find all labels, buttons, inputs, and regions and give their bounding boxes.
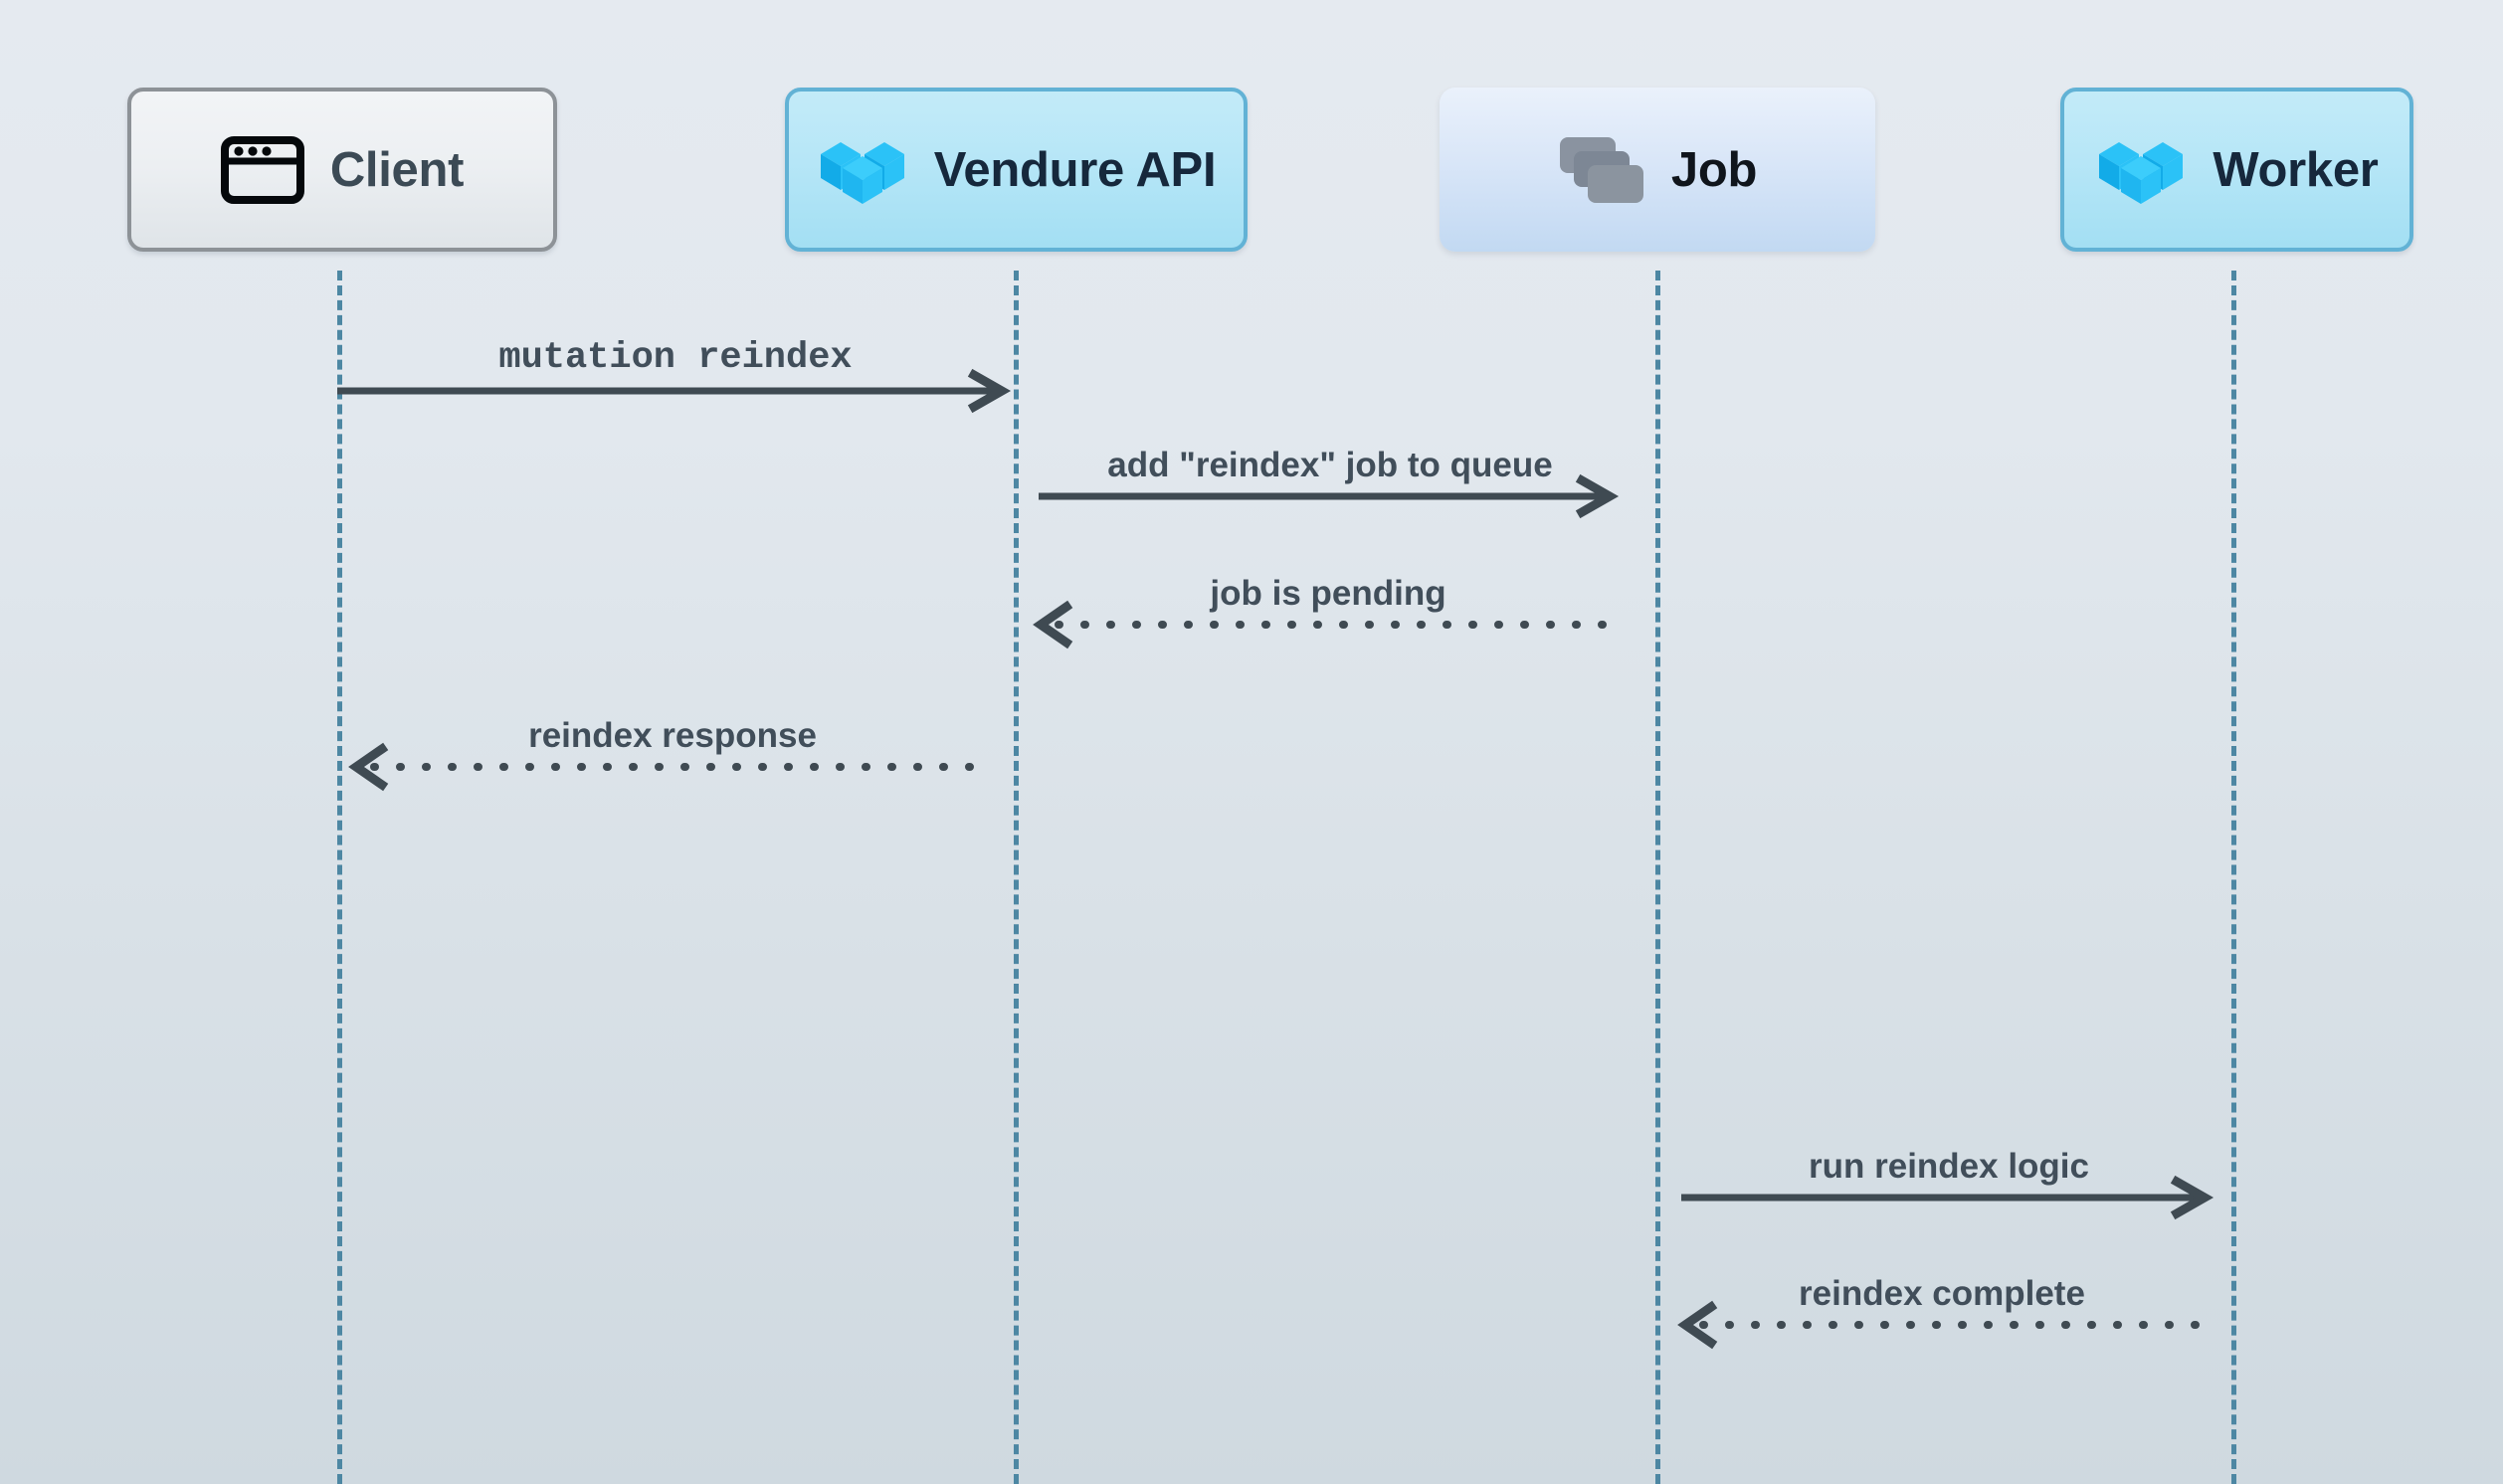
lifeline-job [1655, 271, 1660, 1484]
participant-job[interactable]: Job [1440, 88, 1875, 252]
participant-label: Vendure API [933, 142, 1217, 197]
message-mutation-reindex: mutation reindex [337, 331, 1014, 414]
stacked-cards-icon [1558, 135, 1645, 205]
lifeline-worker [2231, 271, 2236, 1484]
message-reindex-complete: reindex complete [1677, 1265, 2209, 1350]
message-label: reindex response [528, 716, 817, 755]
participant-client[interactable]: Client [127, 88, 557, 252]
message-arrow-dotted-left [348, 742, 999, 792]
participant-label: Job [1670, 142, 1758, 197]
message-reindex-response: reindex response [348, 707, 999, 792]
message-label: run reindex logic [1809, 1147, 2089, 1186]
participant-worker[interactable]: Worker [2060, 88, 2413, 252]
message-run-reindex-logic: run reindex logic [1681, 1138, 2216, 1220]
message-arrow-solid-right [1681, 1175, 2214, 1220]
vendure-cubes-icon [817, 132, 908, 208]
message-arrow-solid-right [1039, 473, 1620, 519]
message-arrow-solid-right [337, 368, 1012, 414]
message-label: reindex complete [1799, 1274, 2085, 1313]
participant-label: Worker [2213, 142, 2379, 197]
lifeline-client [337, 271, 342, 1484]
message-label: add "reindex" job to queue [1107, 446, 1553, 484]
message-label: mutation reindex [498, 337, 853, 379]
browser-window-icon [220, 135, 304, 204]
participant-label: Client [329, 142, 465, 197]
participant-vendure-api[interactable]: Vendure API [785, 88, 1248, 252]
message-label: job is pending [1210, 574, 1446, 613]
message-arrow-dotted-left [1677, 1300, 2209, 1350]
message-add-reindex-job: add "reindex" job to queue [1039, 437, 1622, 519]
message-job-is-pending: job is pending [1033, 565, 1626, 649]
message-arrow-dotted-left [1033, 600, 1626, 649]
lifeline-vendure-api [1014, 271, 1019, 1484]
vendure-cubes-icon [2095, 132, 2187, 208]
